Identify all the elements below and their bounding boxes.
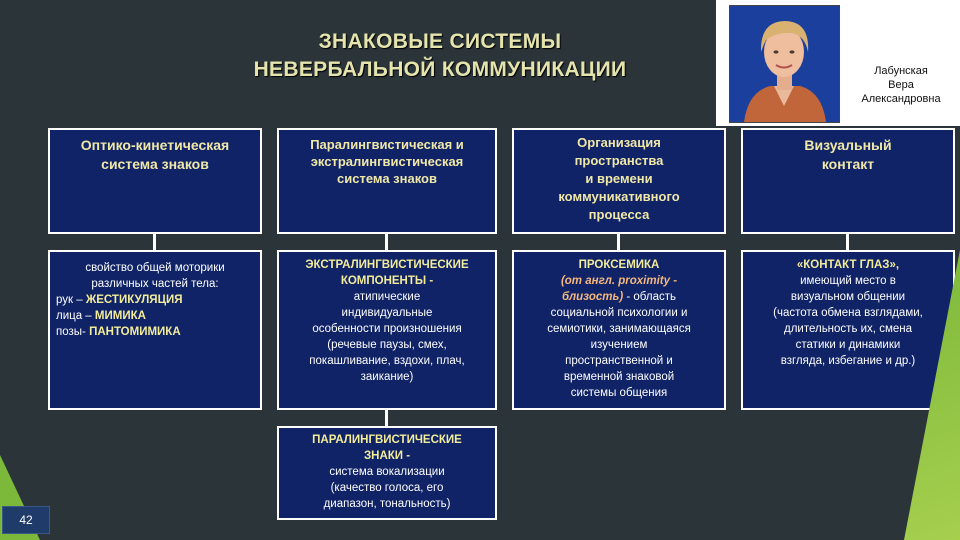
body-line: системы общения bbox=[570, 387, 668, 399]
body-heading: ЗНАКИ - bbox=[363, 450, 411, 462]
body-line: особенности произношения bbox=[312, 323, 462, 335]
header-line: процесса bbox=[588, 207, 650, 222]
body-line: (качество голоса, его bbox=[330, 482, 444, 494]
connector-line bbox=[153, 234, 156, 250]
body-paralinguistic-signs: ПАРАЛИНГВИСТИЧЕСКИЕ ЗНАКИ - система вока… bbox=[277, 426, 497, 520]
body-line: имеющий место в bbox=[800, 275, 896, 287]
header-visual-contact: Визуальный контакт bbox=[741, 128, 955, 234]
slide-title-line2: НЕВЕРБАЛЬНОЙ КОММУНИКАЦИИ bbox=[253, 58, 627, 81]
slide-title-line1: ЗНАКОВЫЕ СИСТЕМЫ bbox=[318, 30, 562, 53]
body-etymology: (от англ. proximity - bbox=[560, 275, 678, 287]
body-heading: ПАРАЛИНГВИСТИЧЕСКИЕ bbox=[312, 434, 462, 446]
portrait-image bbox=[730, 6, 839, 122]
header-line: пространства bbox=[574, 153, 664, 168]
body-line: социальной психологии и bbox=[550, 307, 688, 319]
header-optical-kinetic: Оптико-кинетическая система знаков bbox=[48, 128, 262, 234]
body-line: различных частей тела: bbox=[91, 278, 219, 290]
header-line: контакт bbox=[821, 156, 875, 172]
body-optical-kinetic: свойство общей моторики различных частей… bbox=[48, 250, 262, 410]
highlight-term: МИМИКА bbox=[94, 310, 146, 322]
header-space-time: Организация пространства и времени комму… bbox=[512, 128, 726, 234]
author-photo bbox=[729, 5, 840, 123]
body-line-pantomime: позы- ПАНТОМИМИКА bbox=[56, 324, 254, 340]
body-text: лица – bbox=[56, 310, 95, 322]
header-line: коммуникативного bbox=[558, 189, 680, 204]
body-line: пространственной и bbox=[565, 355, 673, 367]
highlight-term: ПАНТОМИМИКА bbox=[89, 326, 181, 338]
body-line: длительность их, смена bbox=[783, 323, 912, 335]
body-line: система вокализации bbox=[329, 466, 445, 478]
header-line: система знаков bbox=[337, 171, 437, 186]
header-line: и времени bbox=[585, 171, 653, 186]
page-number: 42 bbox=[2, 506, 50, 534]
body-text: - область bbox=[623, 291, 676, 303]
connector-line bbox=[385, 234, 388, 250]
header-line: система знаков bbox=[101, 156, 209, 172]
body-heading: ЭКСТРАЛИНГВИСТИЧЕСКИЕ bbox=[305, 259, 469, 271]
body-line: покашливание, вздохи, плач, bbox=[309, 355, 465, 367]
body-line: временной знаковой bbox=[563, 371, 675, 383]
body-text: рук – bbox=[56, 294, 86, 306]
slide-title: ЗНАКОВЫЕ СИСТЕМЫ НЕВЕРБАЛЬНОЙ КОММУНИКАЦ… bbox=[200, 28, 680, 84]
connector-line bbox=[846, 234, 849, 250]
body-line-mimic: лица – МИМИКА bbox=[56, 308, 254, 324]
author-patronymic: Александровна bbox=[861, 93, 941, 105]
body-etymology: близость) bbox=[562, 291, 624, 303]
body-line: визуальном общении bbox=[790, 291, 906, 303]
body-heading: ПРОКСЕМИКА bbox=[578, 259, 660, 271]
body-heading: КОМПОНЕНТЫ - bbox=[340, 275, 434, 287]
body-proxemics: ПРОКСЕМИКА (от англ. proximity - близост… bbox=[512, 250, 726, 410]
body-line: изучением bbox=[590, 339, 648, 351]
body-line: семиотики, занимающаяся bbox=[547, 323, 691, 335]
body-heading: «КОНТАКТ ГЛАЗ», bbox=[796, 259, 900, 271]
header-line: Паралингвистическая и bbox=[310, 137, 464, 152]
header-line: экстралингвистическая bbox=[310, 154, 464, 169]
connector-line bbox=[385, 410, 388, 426]
body-line: свойство общей моторики bbox=[85, 262, 225, 274]
connector-line bbox=[617, 234, 620, 250]
body-line: индивидуальные bbox=[341, 307, 433, 319]
body-line: близость) - область bbox=[518, 289, 720, 305]
header-line: Визуальный bbox=[804, 137, 892, 153]
body-line: (частота обмена взглядами, bbox=[773, 307, 923, 319]
body-line: статики и динамики bbox=[795, 339, 901, 351]
body-line-gesture: рук – ЖЕСТИКУЛЯЦИЯ bbox=[56, 292, 254, 308]
body-line: взгляда, избегание и др.) bbox=[780, 355, 916, 367]
author-surname: Лабунская bbox=[874, 65, 928, 77]
body-extralinguistic: ЭКСТРАЛИНГВИСТИЧЕСКИЕ КОМПОНЕНТЫ - атипи… bbox=[277, 250, 497, 410]
author-name: Лабунская Вера Александровна bbox=[846, 64, 956, 106]
highlight-term: ЖЕСТИКУЛЯЦИЯ bbox=[85, 294, 183, 306]
body-line: (речевые паузы, смех, bbox=[327, 339, 447, 351]
body-text: позы- bbox=[56, 326, 90, 338]
body-eye-contact: «КОНТАКТ ГЛАЗ», имеющий место в визуальн… bbox=[741, 250, 955, 410]
header-line: Организация bbox=[577, 135, 661, 150]
author-firstname: Вера bbox=[888, 79, 914, 91]
header-line: Оптико-кинетическая bbox=[80, 137, 230, 153]
body-line: заикание) bbox=[360, 371, 414, 383]
header-paralinguistic: Паралингвистическая и экстралингвистичес… bbox=[277, 128, 497, 234]
body-line: диапазон, тональность) bbox=[323, 498, 451, 510]
body-line: атипические bbox=[353, 291, 421, 303]
